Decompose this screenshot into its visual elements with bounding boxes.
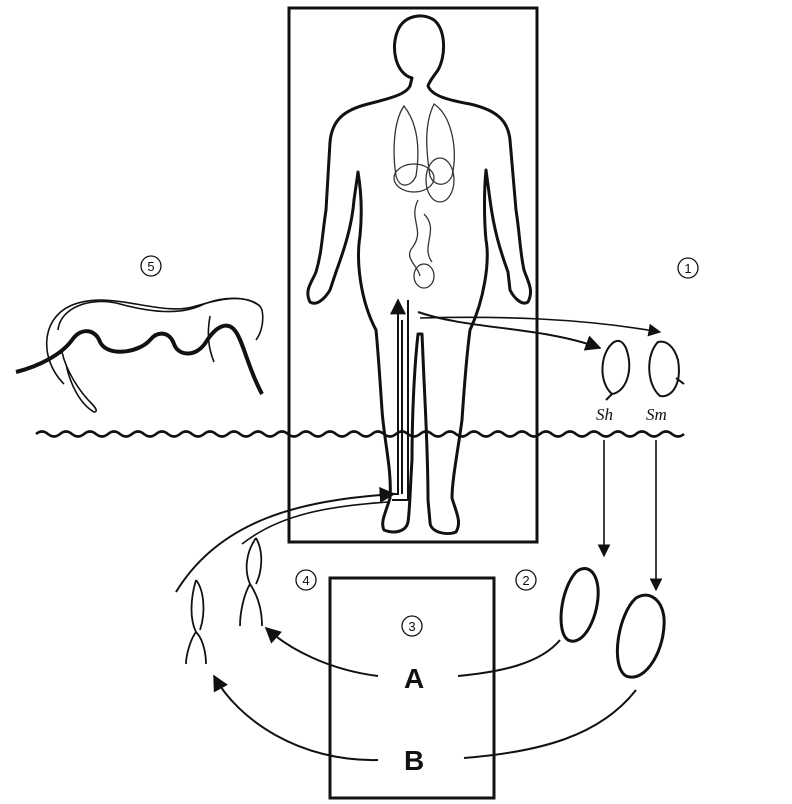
adult-worm-pair bbox=[16, 298, 263, 412]
egg-to-snail-b-arrow bbox=[464, 690, 636, 758]
snail-b-label: B bbox=[404, 745, 424, 776]
egg-sh bbox=[602, 341, 629, 394]
svg-text:1: 1 bbox=[684, 261, 691, 276]
cercaria-2 bbox=[240, 538, 262, 626]
water-surface-line bbox=[36, 432, 684, 437]
svg-text:5: 5 bbox=[147, 259, 154, 274]
egg-sh-label: Sh bbox=[596, 405, 613, 424]
svg-text:4: 4 bbox=[302, 573, 309, 588]
step-marker-4: 4 bbox=[296, 570, 316, 590]
egg-in-water-1 bbox=[561, 569, 598, 642]
svg-text:2: 2 bbox=[522, 573, 529, 588]
step-marker-5: 5 bbox=[141, 256, 161, 276]
cercaria-1 bbox=[186, 580, 206, 664]
step-marker-1: 1 bbox=[678, 258, 698, 278]
snail-a-label: A bbox=[404, 663, 424, 694]
egg-sm bbox=[649, 342, 679, 397]
egg-to-snail-a-arrow bbox=[458, 640, 560, 676]
step-marker-3: 3 bbox=[402, 616, 422, 636]
internal-organs bbox=[394, 104, 454, 288]
egg-sm-label: Sm bbox=[646, 405, 667, 424]
egg-in-water-2 bbox=[617, 595, 664, 677]
step-marker-2: 2 bbox=[516, 570, 536, 590]
snail-b-to-cercaria-arrow bbox=[214, 676, 378, 760]
snail-a-to-cercaria-arrow bbox=[266, 628, 378, 676]
cercaria-entry-arrow-inner bbox=[242, 502, 388, 544]
svg-text:3: 3 bbox=[408, 619, 415, 634]
